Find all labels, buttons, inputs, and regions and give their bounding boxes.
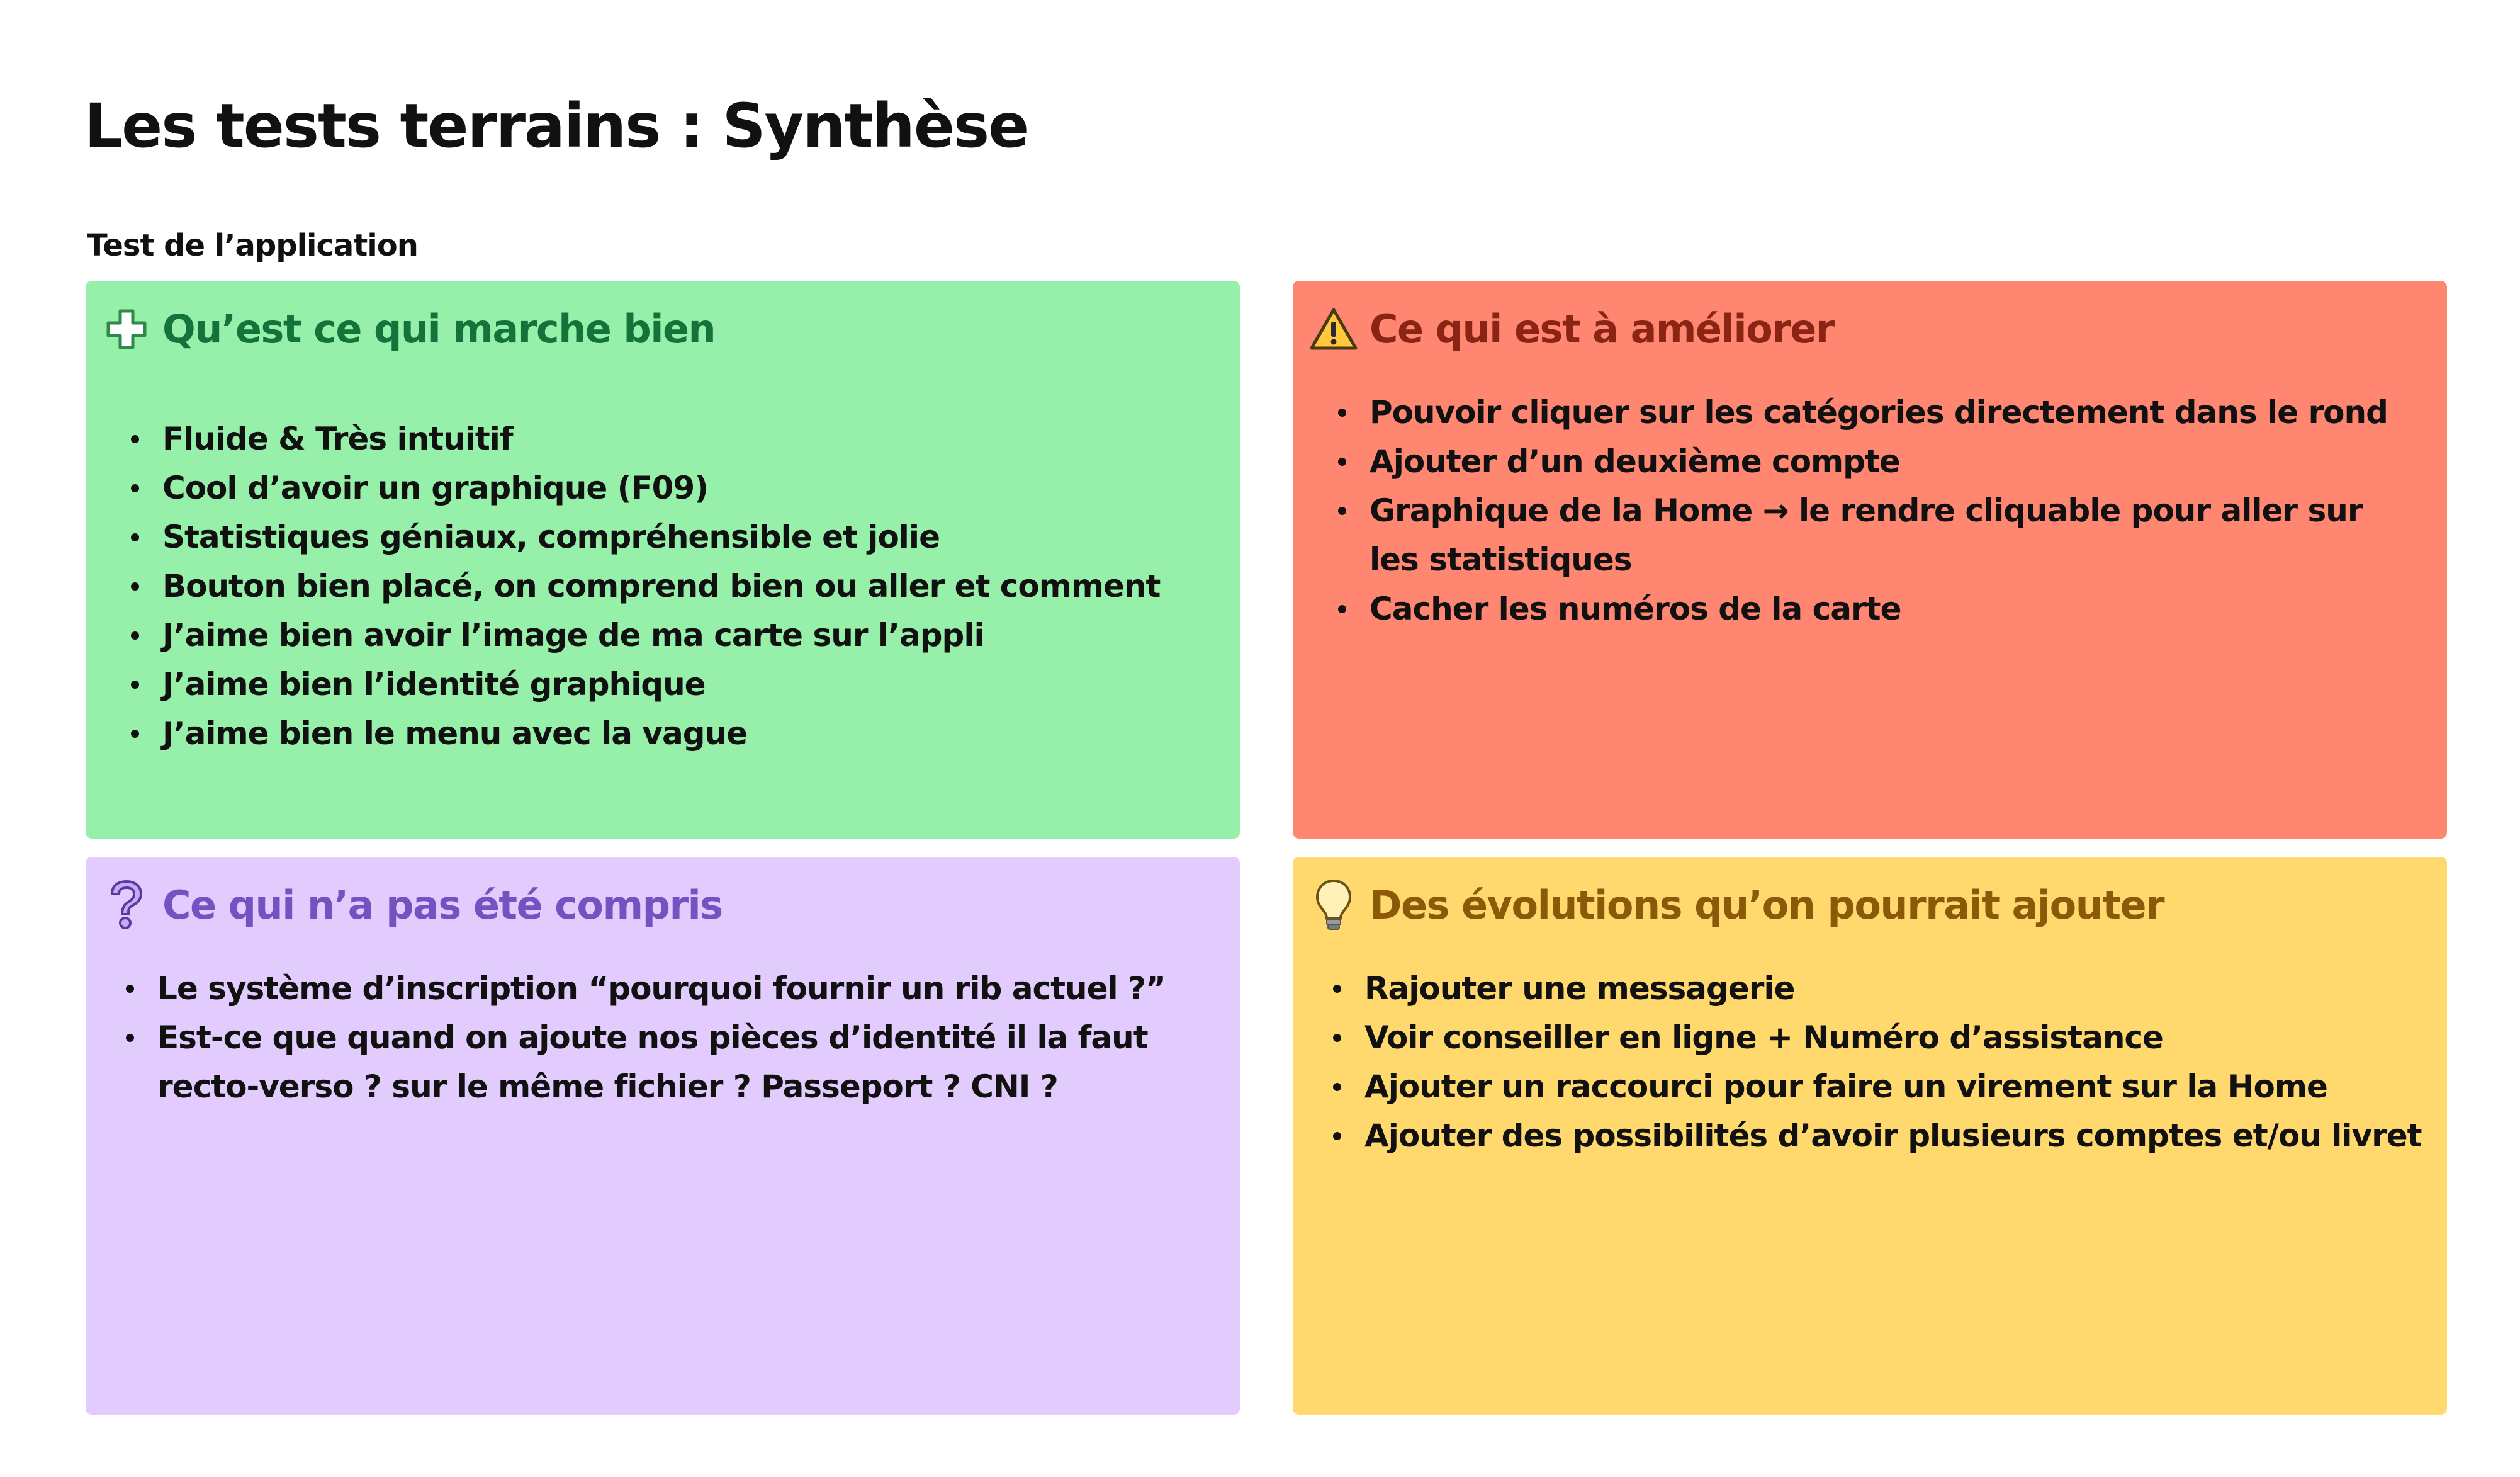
list-item: Ajouter des possibilités d’avoir plusieu… (1333, 1111, 2447, 1160)
section-label: Test de l’application (87, 228, 419, 263)
list-item: J’aime bien le menu avec la vague (131, 709, 1232, 758)
list-item: Fluide & Très intuitif (131, 414, 1232, 463)
card-not-understood: Ce qui n’a pas été compris Le système d’… (86, 857, 1240, 1415)
evolutions-list: Rajouter une messagerie Voir conseiller … (1288, 964, 2447, 1160)
list-item: Est-ce que quand on ajoute nos pièces d’… (126, 1013, 1215, 1111)
card-evolutions: Des évolutions qu’on pourrait ajouter Ra… (1293, 857, 2447, 1415)
list-item: Cool d’avoir un graphique (F09) (131, 463, 1232, 512)
card-header: Des évolutions qu’on pourrait ajouter (1309, 878, 2165, 932)
list-item: Cacher les numéros de la carte (1338, 584, 2414, 633)
card-header: Ce qui n’a pas été compris (102, 878, 723, 932)
question-icon (102, 878, 151, 932)
card-header: Qu’est ce qui marche bien (102, 302, 716, 356)
page-title: Les tests terrains : Synthèse (84, 91, 1029, 161)
card-header: Ce qui est à améliorer (1309, 302, 1835, 356)
list-item: J’aime bien avoir l’image de ma carte su… (131, 611, 1232, 660)
list-item: Voir conseiller en ligne + Numéro d’assi… (1333, 1013, 2447, 1062)
list-item: Statistiques géniaux, compréhensible et … (131, 512, 1232, 562)
not-understood-list: Le système d’inscription “pourquoi fourn… (81, 964, 1215, 1111)
list-item: Le système d’inscription “pourquoi fourn… (126, 964, 1215, 1013)
card-works-well: Qu’est ce qui marche bien Fluide & Très … (86, 281, 1240, 839)
card-title: Qu’est ce qui marche bien (162, 305, 716, 352)
list-item: Graphique de la Home → le rendre cliquab… (1338, 486, 2414, 584)
card-title: Ce qui est à améliorer (1370, 305, 1835, 352)
to-improve-list: Pouvoir cliquer sur les catégories direc… (1293, 388, 2414, 633)
plus-icon (102, 302, 151, 356)
list-item: Bouton bien placé, on comprend bien ou a… (131, 562, 1232, 611)
works-well-list: Fluide & Très intuitif Cool d’avoir un g… (86, 414, 1232, 758)
list-item: Rajouter une messagerie (1333, 964, 2447, 1013)
card-title: Des évolutions qu’on pourrait ajouter (1370, 881, 2165, 928)
list-item: Ajouter un raccourci pour faire un virem… (1333, 1062, 2447, 1111)
card-to-improve: Ce qui est à améliorer Pouvoir cliquer s… (1293, 281, 2447, 839)
list-item: Pouvoir cliquer sur les catégories direc… (1338, 388, 2414, 437)
list-item: J’aime bien l’identité graphique (131, 660, 1232, 709)
list-item: Ajouter d’un deuxième compte (1338, 437, 2414, 486)
lightbulb-icon (1309, 878, 1358, 932)
card-title: Ce qui n’a pas été compris (162, 881, 723, 928)
warning-icon (1309, 302, 1358, 356)
